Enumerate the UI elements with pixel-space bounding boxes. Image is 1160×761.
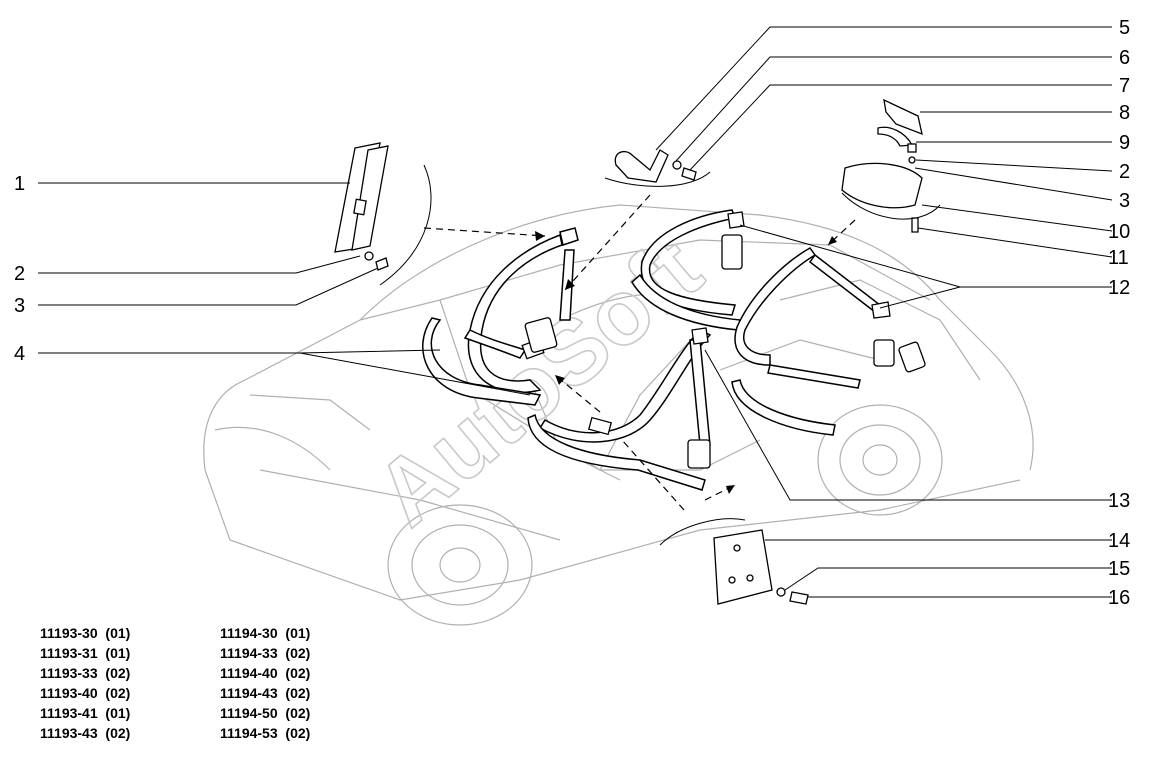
- front-wheel: [387, 504, 533, 626]
- front-right-seat-belt: [527, 327, 712, 491]
- model-code: 11193-43: [40, 725, 98, 741]
- model-code-row: 11193-43 (02): [40, 723, 210, 743]
- callout-11: 11: [1108, 247, 1129, 269]
- callout-labels: 1 2 3 4 5 6 7 8 9 2 3 10 11 12 13 14 15 …: [14, 17, 1130, 609]
- callout-2-right: 2: [1119, 161, 1130, 183]
- model-code: 11193-31: [40, 645, 98, 661]
- model-code: 11193-40: [40, 685, 98, 701]
- callout-4: 4: [14, 343, 25, 365]
- callout-12: 12: [1108, 277, 1130, 299]
- variant-code: (02): [105, 725, 131, 741]
- part-2-3-left-fasteners: [364, 251, 389, 271]
- model-code-column-left: 11193-30 (01) 11193-31 (01) 11193-33 (02…: [40, 623, 210, 743]
- callout-14: 14: [1108, 530, 1130, 552]
- variant-code: (01): [105, 625, 131, 641]
- variant-code: (02): [285, 665, 311, 681]
- model-code-row: 11193-33 (02): [40, 663, 210, 683]
- variant-code: (02): [105, 665, 131, 681]
- model-code-row: 11194-50 (02): [220, 703, 390, 723]
- callout-1: 1: [14, 173, 25, 195]
- callout-5: 5: [1119, 17, 1130, 39]
- model-code: 11193-41: [40, 705, 98, 721]
- variant-code: (02): [285, 685, 311, 701]
- callout-6: 6: [1119, 47, 1130, 69]
- model-code-row: 11194-53 (02): [220, 723, 390, 743]
- part-5-6-7-bracket: [604, 149, 711, 187]
- variant-code: (02): [285, 645, 311, 661]
- model-code: 11194-33: [220, 645, 278, 661]
- callout-7: 7: [1119, 75, 1130, 97]
- callout-13: 13: [1108, 490, 1130, 512]
- model-code: 11194-43: [220, 685, 278, 701]
- car-body-outline: [203, 204, 1034, 626]
- part-14-15-16-plate: [659, 518, 809, 605]
- variant-code: (02): [285, 705, 311, 721]
- callout-10: 10: [1108, 221, 1130, 243]
- model-code-row: 11193-30 (01): [40, 623, 210, 643]
- variant-code: (02): [105, 685, 131, 701]
- model-code-row: 11193-41 (01): [40, 703, 210, 723]
- part-1-adjuster-rail: [334, 142, 389, 253]
- leader-lines: [38, 26, 1113, 598]
- callout-9: 9: [1119, 132, 1130, 154]
- part-8-9-10-11-anchor: [841, 98, 941, 233]
- model-code: 11194-53: [220, 725, 278, 741]
- model-code-row: 11194-40 (02): [220, 663, 390, 683]
- variant-code: (01): [105, 705, 131, 721]
- model-code-row: 11194-33 (02): [220, 643, 390, 663]
- assembly-arrows: [423, 194, 856, 511]
- model-code-row: 11194-30 (01): [220, 623, 390, 643]
- callout-15: 15: [1108, 558, 1130, 580]
- model-code: 11194-40: [220, 665, 278, 681]
- model-code: 11194-50: [220, 705, 278, 721]
- model-code: 11194-30: [220, 625, 278, 641]
- callout-16: 16: [1108, 587, 1130, 609]
- variant-code: (02): [285, 725, 311, 741]
- model-code-column-right: 11194-30 (01) 11194-33 (02) 11194-40 (02…: [220, 623, 390, 743]
- variant-code: (01): [105, 645, 131, 661]
- part-1-group-arc: [379, 164, 432, 286]
- model-code-row: 11194-43 (02): [220, 683, 390, 703]
- callout-8: 8: [1119, 102, 1130, 124]
- model-code: 11193-30: [40, 625, 98, 641]
- callout-2-left: 2: [14, 263, 25, 285]
- rear-wheel: [817, 404, 943, 516]
- callout-3-left: 3: [14, 295, 25, 317]
- variant-code: (01): [285, 625, 311, 641]
- model-code-row: 11193-40 (02): [40, 683, 210, 703]
- model-code: 11193-33: [40, 665, 98, 681]
- model-code-row: 11193-31 (01): [40, 643, 210, 663]
- callout-3-right: 3: [1119, 190, 1130, 212]
